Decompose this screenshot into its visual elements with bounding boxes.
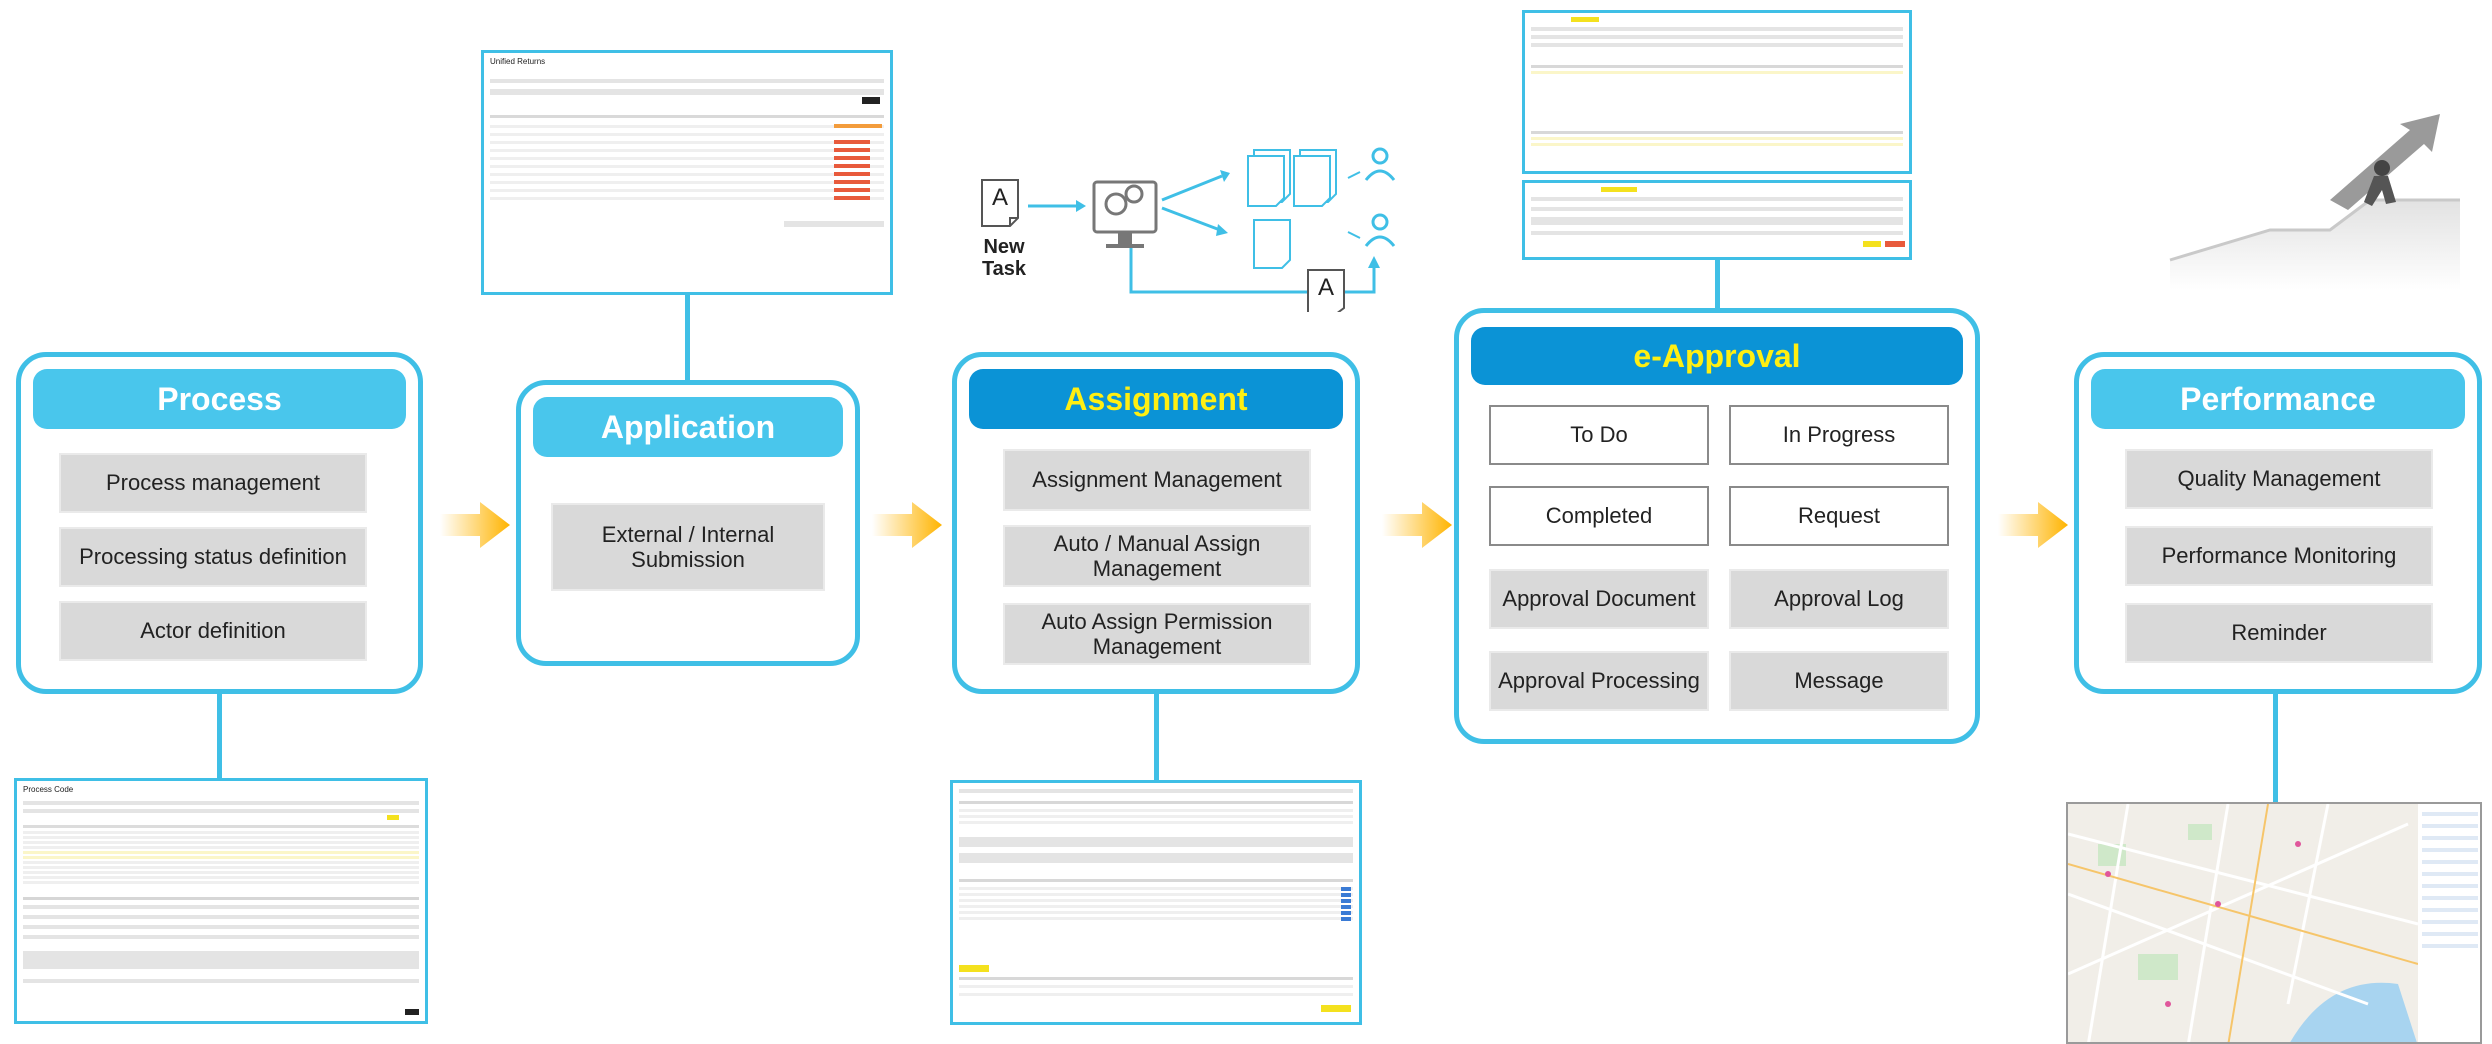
connector-line xyxy=(2273,694,2278,802)
connector-line xyxy=(217,694,222,778)
application-screen-thumbnail: Unified Returns xyxy=(481,50,893,295)
status-completed: Completed xyxy=(1489,486,1709,546)
approval-item: Approval Log xyxy=(1729,569,1949,629)
approval-item: Approval Document xyxy=(1489,569,1709,629)
task-flow-illustration xyxy=(981,147,1396,312)
status-request: Request xyxy=(1729,486,1949,546)
process-item: Processing status definition xyxy=(59,527,367,587)
stage-title: Process xyxy=(33,369,406,429)
stage-title: Performance xyxy=(2091,369,2465,429)
approval-item: Approval Processing xyxy=(1489,651,1709,711)
new-task-label-line: New xyxy=(983,236,1025,258)
assignment-item: Auto / Manual Assign Management xyxy=(1003,525,1311,587)
performance-item: Performance Monitoring xyxy=(2125,526,2433,586)
assignment-screen-thumbnail xyxy=(950,780,1362,1025)
approval-document-thumbnail xyxy=(1522,10,1912,174)
approval-item: Message xyxy=(1729,651,1949,711)
connector-line xyxy=(685,292,690,380)
thumbnail-title: Process Code xyxy=(23,785,74,794)
performance-item: Quality Management xyxy=(2125,449,2433,509)
growth-stairs-illustration xyxy=(2169,114,2460,290)
connector-line xyxy=(1154,694,1159,780)
flow-arrow-icon xyxy=(440,502,510,548)
performance-item: Reminder xyxy=(2125,603,2433,663)
stage-title: Application xyxy=(533,397,843,457)
connector-line xyxy=(1715,260,1720,308)
stage-process: Process Process management Processing st… xyxy=(16,352,423,694)
approval-processing-thumbnail xyxy=(1522,180,1912,260)
process-screen-thumbnail: Process Code xyxy=(14,778,428,1024)
performance-map-thumbnail xyxy=(2066,802,2482,1044)
flow-arrow-icon xyxy=(1382,502,1452,548)
process-item: Actor definition xyxy=(59,601,367,661)
stage-eapproval: e-Approval To Do In Progress Completed R… xyxy=(1454,308,1980,744)
map-icon xyxy=(2068,804,2480,1042)
application-item: External / Internal Submission xyxy=(551,503,825,591)
status-in-progress: In Progress xyxy=(1729,405,1949,465)
doc-letter: A xyxy=(991,184,1008,211)
doc-letter: A xyxy=(1317,274,1334,301)
new-task-label-line: Task xyxy=(981,258,1027,280)
assignment-item: Auto Assign Permission Management xyxy=(1003,603,1311,665)
flow-arrow-icon xyxy=(872,502,942,548)
status-todo: To Do xyxy=(1489,405,1709,465)
process-item: Process management xyxy=(59,453,367,513)
stage-application: Application External / Internal Submissi… xyxy=(516,380,860,666)
flow-arrow-icon xyxy=(1998,502,2068,548)
thumbnail-title: Unified Returns xyxy=(490,57,546,66)
stage-assignment: Assignment Assignment Management Auto / … xyxy=(952,352,1360,694)
assignment-item: Assignment Management xyxy=(1003,449,1311,511)
stage-performance: Performance Quality Management Performan… xyxy=(2074,352,2482,694)
new-task-label: New Task xyxy=(968,236,1040,280)
stage-title: Assignment xyxy=(969,369,1343,429)
stage-title: e-Approval xyxy=(1471,327,1963,385)
